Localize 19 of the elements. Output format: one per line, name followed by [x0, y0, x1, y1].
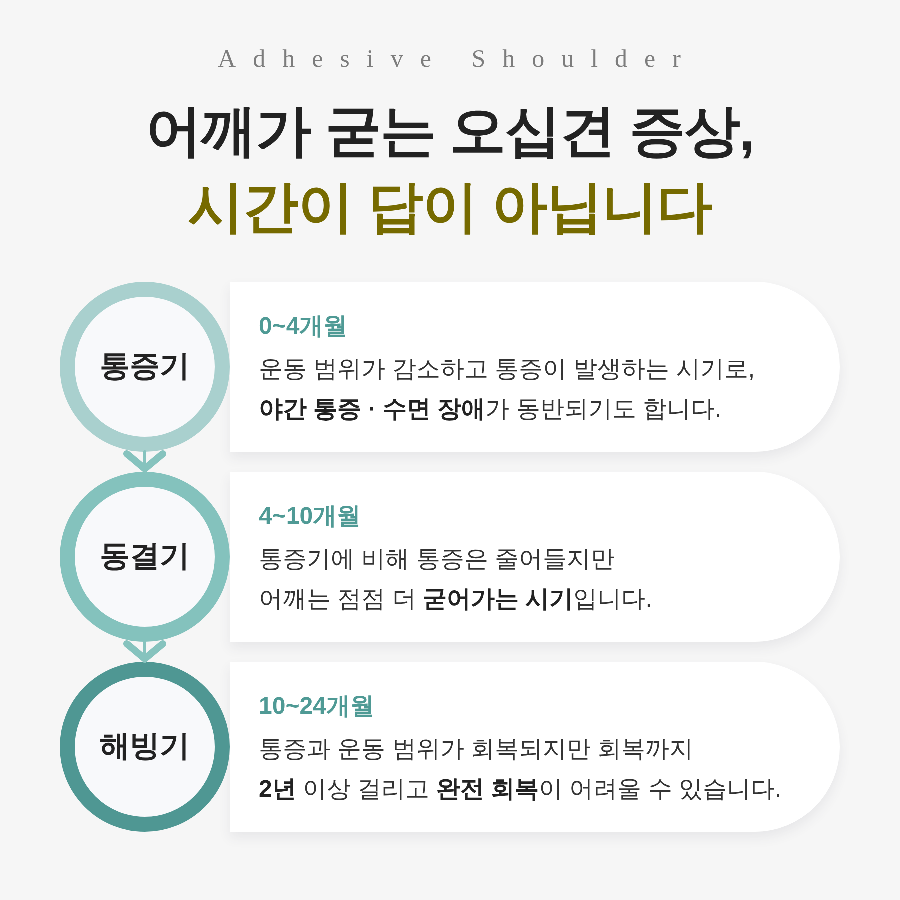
stage-name: 통증기 — [100, 349, 190, 385]
stage-card — [230, 282, 840, 452]
description-text: 통증과 운동 범위가 회복되지만 회복까지 2년 이상 걸리고 완전 회복이 어려울 수 있습니다. — [259, 735, 782, 805]
description-text: 통증기에 비해 통증은 줄어들지만 어깨는 점점 더 굳어가는 시기입니다. — [259, 545, 652, 615]
chevron-arrow — [124, 450, 166, 474]
title: 어깨가 굳는 오십견 증상, 시간이 답이 아닙니다 — [146, 98, 754, 240]
period-text: 10~24개월 — [259, 692, 374, 722]
stage-circle — [60, 282, 230, 452]
stage-card — [230, 662, 840, 832]
stage-card — [230, 472, 840, 642]
stage-circle — [60, 662, 230, 832]
description-text: 운동 범위가 감소하고 통증이 발생하는 시기로, 야간 통증 · 수면 장애가 동반되기도 합니다. — [259, 355, 756, 425]
stage-name: 동결기 — [100, 539, 190, 575]
subtitle: Adhesive Shoulder — [218, 45, 698, 75]
chevron-arrow — [124, 640, 166, 664]
stage-name: 해빙기 — [100, 729, 190, 765]
stage-circle — [60, 472, 230, 642]
period-text: 4~10개월 — [259, 502, 362, 532]
period-text: 0~4개월 — [259, 312, 348, 342]
